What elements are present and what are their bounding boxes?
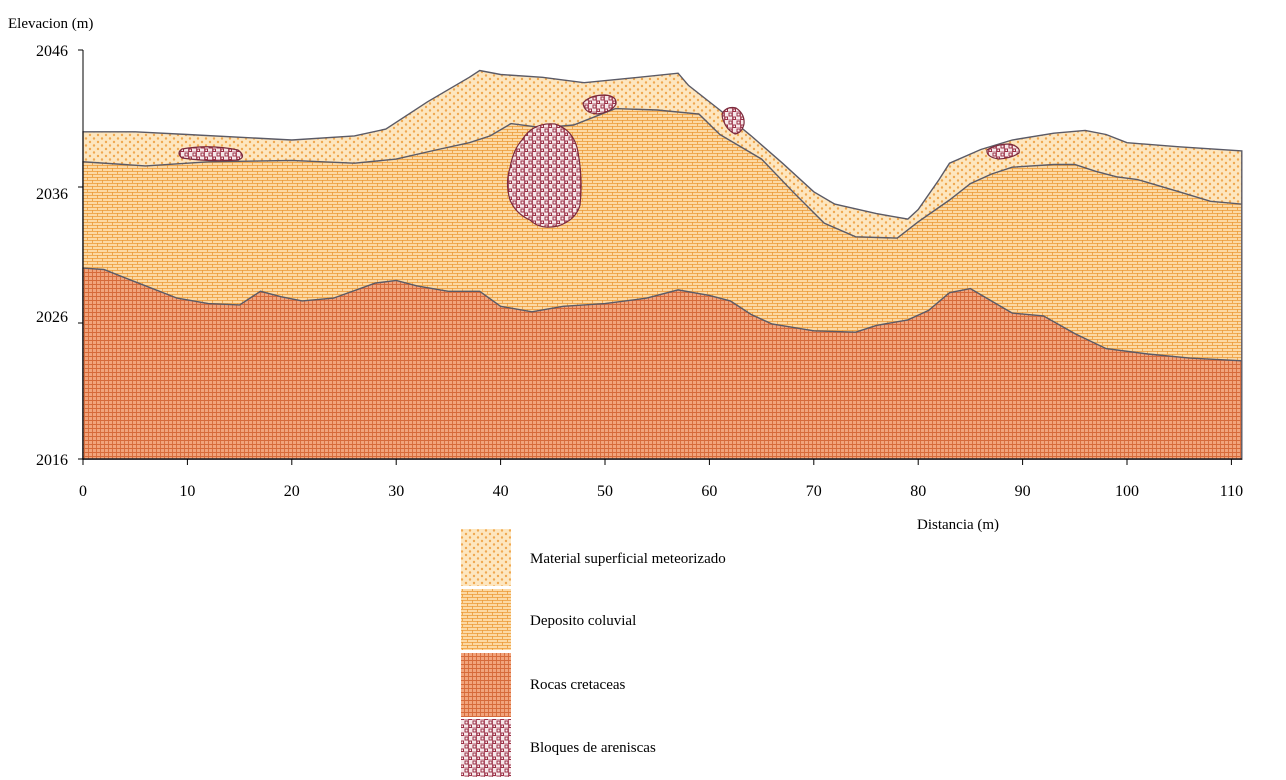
legend-label: Rocas cretaceas (530, 677, 626, 693)
legend-label: Deposito coluvial (530, 613, 636, 629)
legend-label: Material superficial meteorizado (530, 551, 726, 567)
y-axis-title: Elevacion (m) (8, 16, 93, 32)
legend: Material superficial meteorizado Deposit… (461, 529, 726, 777)
y-tick-label: 2026 (36, 309, 68, 326)
y-tick-label: 2046 (36, 43, 68, 60)
x-tick-label: 20 (284, 483, 300, 500)
x-tick-label: 10 (179, 483, 195, 500)
x-axis-title: Distancia (m) (917, 517, 999, 533)
x-ticks (82, 459, 1232, 465)
legend-swatch-weathered (461, 529, 511, 586)
legend-swatch-sandstone-blocks (461, 719, 511, 777)
x-tick-label: 60 (701, 483, 717, 500)
x-tick-label: 70 (806, 483, 822, 500)
x-tick-label: 80 (910, 483, 926, 500)
x-tick-label: 110 (1220, 483, 1243, 500)
sandstone-block (178, 146, 244, 162)
cretaceous-rock-layer (82, 267, 1243, 460)
legend-label: Bloques de areniscas (530, 740, 656, 756)
sandstone-block (721, 106, 745, 135)
legend-swatch-cretaceous (461, 653, 511, 717)
y-tick-label: 2016 (36, 452, 68, 469)
sandstone-block (986, 143, 1020, 160)
x-tick-label: 40 (493, 483, 509, 500)
x-tick-label: 90 (1015, 483, 1031, 500)
x-tick-label: 0 (79, 483, 87, 500)
legend-swatch-colluvial (461, 589, 511, 650)
x-tick-label: 100 (1115, 483, 1139, 500)
sandstone-block (506, 123, 582, 228)
sandstone-block (582, 94, 617, 115)
x-tick-label: 50 (597, 483, 613, 500)
x-tick-label: 30 (388, 483, 404, 500)
y-tick-label: 2036 (36, 186, 68, 203)
